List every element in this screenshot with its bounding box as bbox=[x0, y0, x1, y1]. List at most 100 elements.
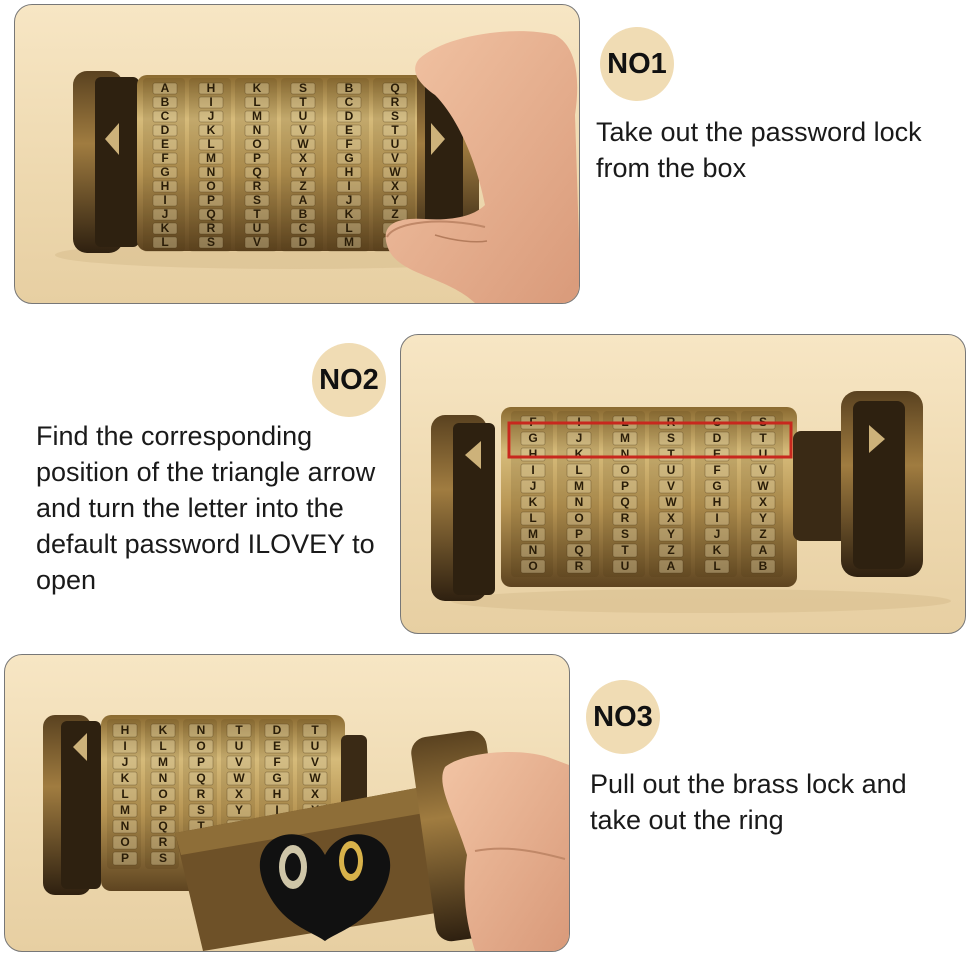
dial-letter-box bbox=[566, 431, 592, 446]
dial-letter-box bbox=[704, 463, 730, 478]
dial-letter: U bbox=[299, 109, 308, 123]
dial-letter-box bbox=[290, 96, 316, 109]
dial-letter: O bbox=[528, 559, 537, 573]
dial-letter-box bbox=[150, 787, 176, 802]
dial-letter: K bbox=[529, 495, 538, 509]
dial-letter: I bbox=[123, 739, 126, 753]
dial-letter: Z bbox=[667, 543, 674, 557]
dial-letter: L bbox=[345, 221, 352, 235]
dial-letter: M bbox=[120, 803, 130, 817]
dial-letter: J bbox=[162, 207, 169, 221]
dial-letter-box bbox=[750, 527, 776, 542]
dial-letter: K bbox=[713, 543, 722, 557]
dial-letter: N bbox=[207, 165, 216, 179]
dial-letter: M bbox=[344, 235, 354, 249]
dial-letter: H bbox=[345, 165, 354, 179]
dial-letter-box bbox=[198, 82, 224, 95]
dial-letter: H bbox=[121, 723, 130, 737]
dial-letter: O bbox=[196, 739, 205, 753]
dial-letter-box bbox=[612, 543, 638, 558]
dial-letter: L bbox=[159, 739, 166, 753]
dial-letter: W bbox=[665, 495, 677, 509]
dial-letter-box bbox=[336, 82, 362, 95]
dial-letter: K bbox=[161, 221, 170, 235]
dial-letter: X bbox=[299, 151, 307, 165]
dial-letter-box bbox=[382, 96, 408, 109]
dial-letter-box bbox=[382, 82, 408, 95]
dial-letter-box bbox=[112, 851, 138, 866]
dial-letter-box bbox=[302, 771, 328, 786]
dial-ring bbox=[741, 411, 783, 577]
step2-badge: NO2 bbox=[312, 343, 386, 417]
dial-letter-box bbox=[520, 431, 546, 446]
dial-letter-box bbox=[336, 236, 362, 249]
dial-letter-box bbox=[244, 236, 270, 249]
dial-letter: E bbox=[713, 447, 721, 461]
dial-letter-box bbox=[290, 138, 316, 151]
dial-letter: K bbox=[207, 123, 216, 137]
dial-letter: A bbox=[299, 193, 308, 207]
dial-letter: U bbox=[311, 739, 320, 753]
dial-letter: H bbox=[207, 81, 216, 95]
dial-letter-box bbox=[264, 739, 290, 754]
dial-letter: R bbox=[575, 559, 584, 573]
dial-ring bbox=[327, 78, 369, 252]
dial-letter: P bbox=[197, 755, 205, 769]
dial-letter: G bbox=[528, 431, 537, 445]
dial-letter: N bbox=[621, 447, 630, 461]
dial-letter-box bbox=[382, 194, 408, 207]
dial-letter-box bbox=[244, 208, 270, 221]
dial-letter: I bbox=[347, 179, 350, 193]
dial-ring bbox=[557, 411, 599, 577]
dial-letter: L bbox=[253, 95, 260, 109]
dial-letter-box bbox=[188, 739, 214, 754]
dial-letter-box bbox=[704, 543, 730, 558]
dial-letter: X bbox=[235, 787, 243, 801]
dial-letter-box bbox=[612, 479, 638, 494]
dial-letter: B bbox=[161, 95, 170, 109]
dial-letter: B bbox=[759, 559, 768, 573]
dial-ring bbox=[695, 411, 737, 577]
dial-letter: Q bbox=[196, 771, 205, 785]
dial-letter-box bbox=[566, 543, 592, 558]
dial-letter: S bbox=[299, 81, 307, 95]
dial-letter: F bbox=[713, 463, 720, 477]
dial-letter: S bbox=[391, 109, 399, 123]
dial-letter-box bbox=[152, 124, 178, 137]
dial-letter-box bbox=[150, 723, 176, 738]
dial-letter: Y bbox=[391, 193, 399, 207]
dial-letter-box bbox=[336, 124, 362, 137]
dial-letter: T bbox=[253, 207, 261, 221]
dial-letter: Q bbox=[206, 207, 215, 221]
dial-letter-box bbox=[198, 96, 224, 109]
dial-letter-box bbox=[336, 152, 362, 165]
dial-letter: D bbox=[161, 123, 170, 137]
dial-letter-box bbox=[382, 166, 408, 179]
dial-letter: Q bbox=[574, 543, 583, 557]
dial-letter: U bbox=[391, 137, 400, 151]
dial-letter-box bbox=[226, 787, 252, 802]
dial-letter-box bbox=[188, 723, 214, 738]
dial-letter-box bbox=[520, 479, 546, 494]
dial-letter-box bbox=[152, 110, 178, 123]
dial-letter: P bbox=[207, 193, 215, 207]
dial-letter: M bbox=[206, 151, 216, 165]
dial-letter-box bbox=[704, 511, 730, 526]
dial-letter: K bbox=[345, 207, 354, 221]
dial-letter: M bbox=[528, 527, 538, 541]
dial-letter-box bbox=[302, 739, 328, 754]
dial-letter-box bbox=[302, 723, 328, 738]
dial-letter: V bbox=[311, 755, 319, 769]
dial-letter-box bbox=[152, 96, 178, 109]
dial-letter-box bbox=[336, 138, 362, 151]
dial-letter-box bbox=[566, 511, 592, 526]
dial-letter-box bbox=[704, 479, 730, 494]
dial-letter: S bbox=[621, 527, 629, 541]
dial-letter: J bbox=[346, 193, 353, 207]
dial-letter: J bbox=[208, 109, 215, 123]
dial-letter: I bbox=[715, 511, 718, 525]
dial-letter-box bbox=[112, 771, 138, 786]
dial-letter: P bbox=[121, 851, 129, 865]
dial-letter-box bbox=[658, 495, 684, 510]
dial-letter: K bbox=[159, 723, 168, 737]
